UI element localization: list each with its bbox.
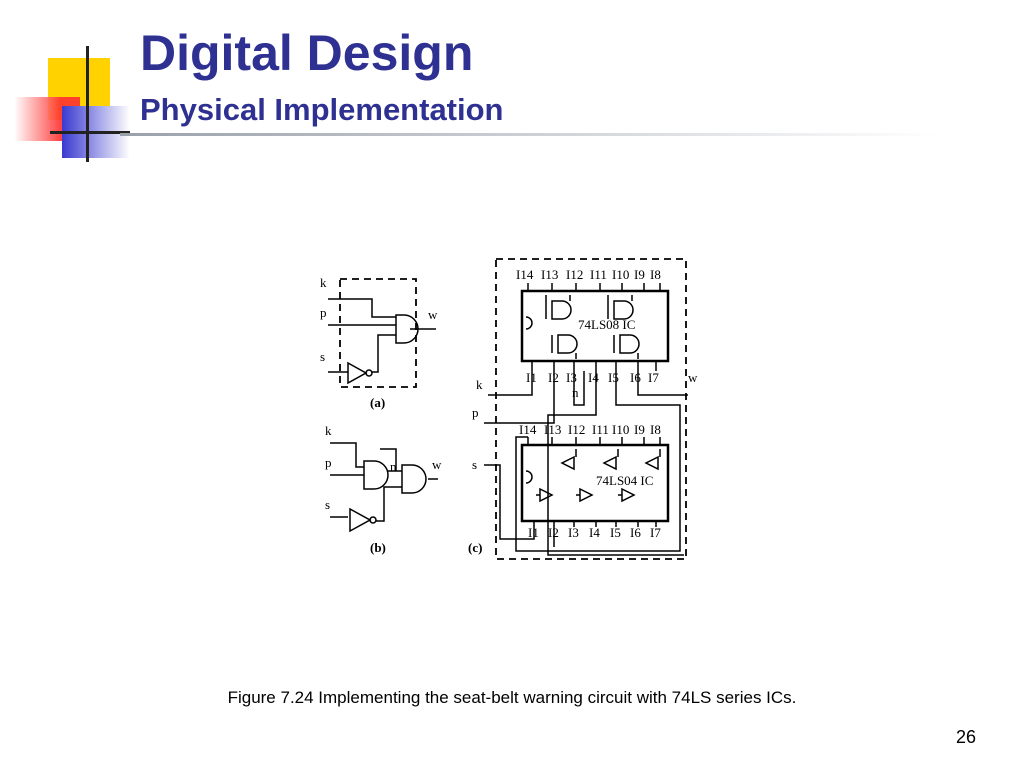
ic2-inverter xyxy=(618,487,636,503)
ic1-body xyxy=(520,289,670,363)
ic2-bottom-pin: I3 xyxy=(568,525,579,540)
circuit-b-input-s: s xyxy=(325,497,330,512)
ic2-top-pin: I14 xyxy=(519,422,537,437)
circuit-b: k p s n w (b) xyxy=(325,423,442,555)
circuit-a-and-gate xyxy=(395,314,419,344)
circuit-b-input-k: k xyxy=(325,423,332,438)
ic1-top-pins: I14 I13 I12 I11 I10 I9 I8 xyxy=(516,267,661,282)
deco-horizontal-line xyxy=(50,131,130,134)
ic2-inverter xyxy=(536,487,554,503)
ic1-bottom-pin: I5 xyxy=(608,370,619,385)
circuit-c-input-k: k xyxy=(476,377,483,392)
ic1-gate xyxy=(551,334,578,359)
circuit-a-label: (a) xyxy=(370,395,385,410)
page-number: 26 xyxy=(955,727,976,747)
ic1-top-pin: I10 xyxy=(612,267,629,282)
circuit-a-input-p: p xyxy=(320,305,327,320)
ic2-notch xyxy=(525,470,533,484)
ic2-top-pin: I9 xyxy=(634,422,645,437)
ic1-top-pin: I12 xyxy=(566,267,583,282)
circuit-a-inverter xyxy=(347,361,368,385)
circuit-b-node-n: n xyxy=(390,459,397,474)
ic2-inverter xyxy=(576,487,594,503)
ic1-gate xyxy=(613,334,640,359)
ic1-bottom-pins: I1 I2 I3 I4 I5 I6 I7 xyxy=(526,370,659,385)
circuit-b-and-gate-1 xyxy=(363,460,389,490)
ic2-top-pin: I13 xyxy=(544,422,561,437)
ic1-top-pin: I8 xyxy=(650,267,661,282)
ic1-bottom-pin: I7 xyxy=(648,370,659,385)
slide-subtitle: Physical Implementation xyxy=(140,92,504,127)
deco-vertical-line xyxy=(86,46,89,162)
ic2-inverter xyxy=(644,449,661,471)
circuit-b-and-gate-2 xyxy=(401,464,427,494)
ic1-top-pin: I9 xyxy=(634,267,645,282)
circuit-b-input-p: p xyxy=(325,455,332,470)
circuit-a: k p s w (a) xyxy=(320,275,438,410)
circuit-c-node-n: n xyxy=(572,385,579,400)
ic2-bottom-pin: I4 xyxy=(589,525,600,540)
ic1-gate xyxy=(545,295,572,320)
ic2-bottom-pin: I6 xyxy=(630,525,641,540)
ic1-top-pin: I13 xyxy=(541,267,558,282)
ic2-top-pins: I14 I13 I12 I11 I10 I9 I8 xyxy=(519,422,661,437)
ic1-bottom-pin: I6 xyxy=(630,370,641,385)
ic1-notch xyxy=(525,316,533,330)
ic2-top-pin: I8 xyxy=(650,422,661,437)
circuit-figure: k p s w (a) k p s n w (b) xyxy=(320,258,698,560)
circuit-a-input-s: s xyxy=(320,349,325,364)
circuit-b-inverter xyxy=(349,507,372,533)
ic1-name: 74LS08 IC xyxy=(578,317,635,332)
ic2-top-pin: I10 xyxy=(612,422,629,437)
ic2-top-pin: I12 xyxy=(568,422,585,437)
circuit-c-input-p: p xyxy=(472,405,479,420)
ic1-top-pin: I14 xyxy=(516,267,534,282)
figure-caption: Figure 7.24 Implementing the seat-belt w… xyxy=(227,688,797,707)
ic2-top-pin: I11 xyxy=(592,422,609,437)
ic1-gate xyxy=(607,295,634,320)
ic2-body xyxy=(520,443,670,523)
circuit-a-input-k: k xyxy=(320,275,327,290)
circuit-c-output-w: w xyxy=(688,370,698,385)
circuit-a-boundary xyxy=(339,278,417,388)
circuit-c-boundary xyxy=(495,258,687,560)
ic1-bottom-pin: I3 xyxy=(566,370,577,385)
circuit-c-label: (c) xyxy=(468,540,482,555)
circuit-c-input-s: s xyxy=(472,457,477,472)
circuit-a-output-w: w xyxy=(428,307,438,322)
ic2-inverter xyxy=(602,449,619,471)
ic2-name: 74LS04 IC xyxy=(596,473,653,488)
slide-title: Digital Design xyxy=(140,25,474,81)
ic1-bottom-pin: I4 xyxy=(588,370,599,385)
circuit-b-output-w: w xyxy=(432,457,442,472)
ic2-bottom-pin: I5 xyxy=(610,525,621,540)
ic1-top-pin: I11 xyxy=(590,267,607,282)
circuit-c: 74LS08 IC I14 I13 I12 I11 I10 I9 I8 I1 I… xyxy=(472,258,698,560)
ic2-bottom-pin: I7 xyxy=(650,525,661,540)
ic2-inverter xyxy=(560,449,577,471)
title-rule xyxy=(120,133,940,136)
circuit-a-inverter-bubble xyxy=(365,369,373,377)
circuit-b-inverter-bubble xyxy=(369,516,377,524)
circuit-b-label: (b) xyxy=(370,540,386,555)
